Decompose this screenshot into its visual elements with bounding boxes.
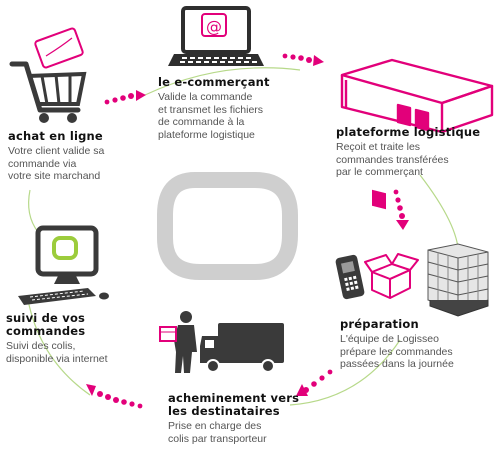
- warehouse-icon: [340, 58, 494, 210]
- computer-monitor-icon: [18, 225, 109, 305]
- open-box-icon: [364, 253, 419, 299]
- step-preparation: préparation L'équipe de Logisseo prépare…: [340, 318, 454, 371]
- cycle-ring: [289, 339, 401, 406]
- step-title: acheminement vers les destinataires: [168, 392, 299, 418]
- desc-line: Valide la commande: [158, 91, 253, 103]
- desc-line: par le commerçant: [336, 166, 423, 178]
- title-line: les destinataires: [168, 404, 280, 418]
- arrow-preparation-to-shipping: [296, 369, 333, 396]
- stacked-boxes-icon: [427, 243, 489, 317]
- cycle-ring: [28, 189, 39, 233]
- step-description: Prise en charge des colis par transporte…: [168, 420, 299, 445]
- desc-line: votre site marchand: [8, 170, 101, 182]
- desc-line: commande via: [8, 157, 77, 170]
- step-title: plateforme logistique: [336, 125, 481, 139]
- mobile-phone-icon: [335, 254, 365, 300]
- step-description: L'équipe de Logisseo prépare les command…: [340, 333, 454, 371]
- desc-line: passées dans la journée: [340, 358, 454, 370]
- desc-line: colis par transporteur: [168, 432, 267, 445]
- desc-line: plateforme logistique: [158, 128, 255, 141]
- desc-line: L'équipe de Logisseo: [340, 333, 439, 345]
- step-title: achat en ligne: [8, 129, 103, 143]
- step-title: suivi de vos commandes: [6, 312, 108, 338]
- title-line: suivi de vos: [6, 311, 86, 325]
- credit-card-icon: [34, 27, 84, 69]
- cycle-ring: [27, 299, 91, 396]
- shopping-cart-icon: [9, 61, 87, 123]
- title-line: acheminement vers: [168, 391, 300, 405]
- delivery-person-icon: [159, 311, 197, 373]
- desc-line: Suivi des colis,: [6, 340, 76, 352]
- step-description: Valide la commande et transmet les fichi…: [158, 91, 270, 141]
- step-ecommercant: le e-commerçant Valide la commande et tr…: [158, 76, 270, 141]
- desc-line: Prise en charge des: [168, 420, 262, 432]
- desc-line: commandes transférées: [336, 153, 449, 166]
- title-line: commandes: [6, 324, 86, 338]
- desc-line: et transmet les fichiers: [158, 103, 264, 116]
- delivery-truck-icon: [200, 323, 284, 373]
- step-suivi: suivi de vos commandes Suivi des colis, …: [6, 312, 108, 365]
- rounded-square-logo-icon: [157, 172, 298, 280]
- at-symbol: @: [206, 17, 222, 36]
- desc-line: Votre client valide sa: [8, 145, 105, 157]
- step-description: Votre client valide sa commande via votr…: [8, 145, 104, 183]
- step-plateforme: plateforme logistique Reçoit et traite l…: [336, 126, 480, 179]
- step-description: Suivi des colis, disponible via internet: [6, 340, 108, 365]
- arrow-shipping-to-tracking: [86, 384, 143, 409]
- arrow-cart-to-merchant: [104, 90, 146, 105]
- step-description: Reçoit et traite les commandes transféré…: [336, 141, 480, 179]
- step-acheminement: acheminement vers les destinataires Pris…: [168, 392, 299, 445]
- arrow-warehouse-to-preparation: [393, 189, 409, 230]
- step-title: le e-commerçant: [158, 75, 270, 89]
- laptop-email-icon: @: [168, 6, 264, 66]
- desc-line: prépare les commandes: [340, 345, 453, 358]
- desc-line: de commande à la: [158, 116, 245, 128]
- cycle-ring: [144, 67, 301, 96]
- desc-line: disponible via internet: [6, 352, 108, 365]
- step-title: préparation: [340, 317, 419, 331]
- desc-line: Reçoit et traite les: [336, 141, 421, 153]
- step-achat: achat en ligne Votre client valide sa co…: [8, 130, 104, 183]
- arrow-merchant-to-warehouse: [282, 53, 324, 66]
